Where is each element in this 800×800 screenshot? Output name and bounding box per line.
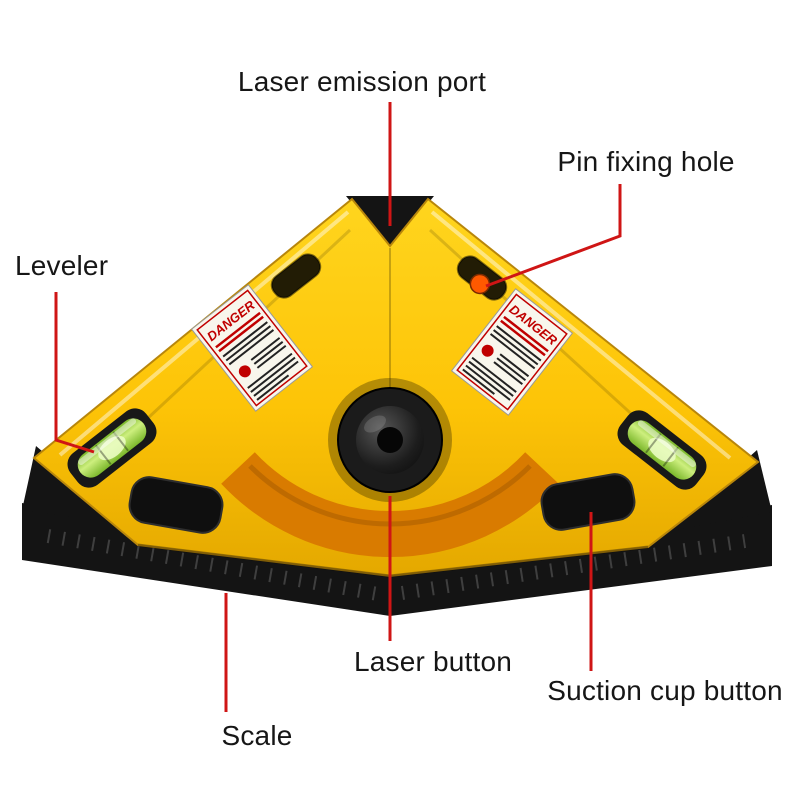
danger-label-left: DANGER [190,284,314,412]
pin-fixing-hole-slot [456,255,508,301]
leveler-vial-right [617,410,707,490]
label-laser-button: Laser button [353,646,513,677]
leveler-vial-left [67,408,157,488]
danger-label-right: DANGER [450,288,574,416]
leader-line-pin-fixing-hole [485,184,622,288]
label-scale: Scale [221,720,293,751]
label-leveler: Leveler [15,250,109,281]
leader-line-leveler [54,292,95,454]
suction-cup-left [128,476,224,534]
label-laser-emission-port: Laser emission port [237,66,487,97]
edge-highlight-right [430,210,732,460]
label-pin-fixing-hole: Pin fixing hole [557,146,735,177]
label-suction-cup-button: Suction cup button [547,675,783,706]
laser-button [328,378,452,502]
pin-fixing-hole [469,273,491,295]
slot-left [270,253,322,299]
